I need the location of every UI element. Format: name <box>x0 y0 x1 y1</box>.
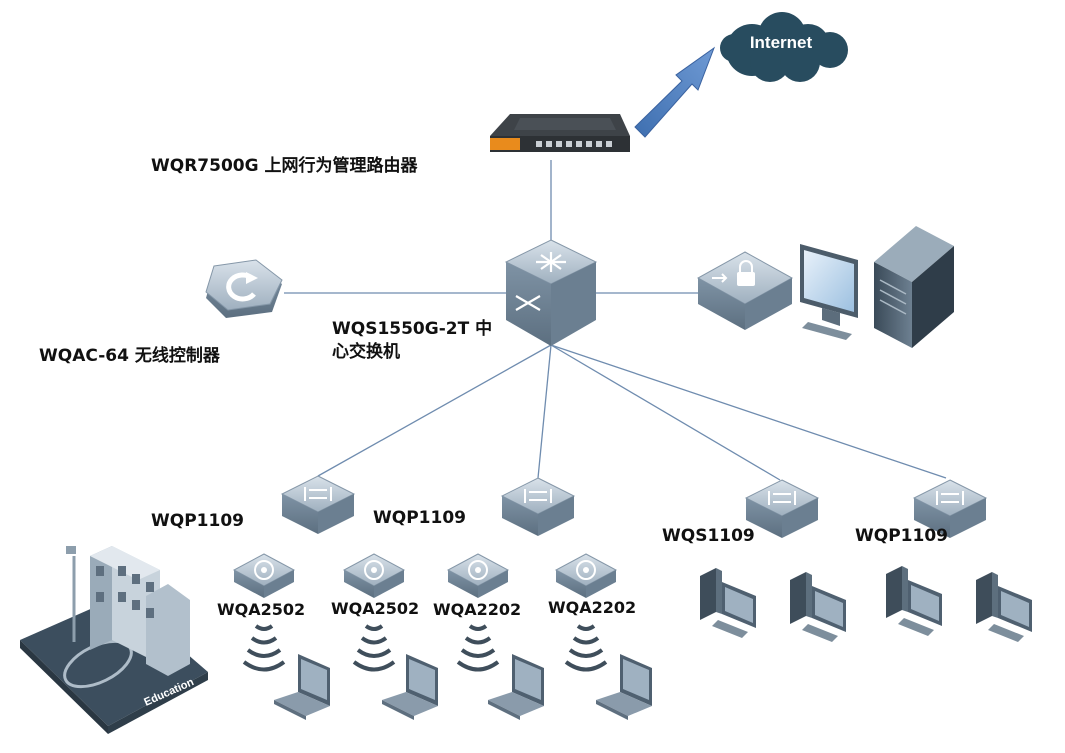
wireless-signal-1-icon <box>242 624 286 672</box>
desktop-pc-2-icon <box>790 572 846 642</box>
core-switch-label-line-1: WQS1550G-2T 中 <box>332 319 493 339</box>
access-point-2-label: WQA2502 <box>331 599 420 618</box>
access-switch-3-label: WQS1109 <box>662 526 755 546</box>
core-switch-label-line-2: 心交换机 <box>332 342 400 362</box>
server-tower-icon <box>874 226 954 348</box>
access-point-1-label: WQA2502 <box>217 600 306 619</box>
desktop-pc-4-icon <box>976 572 1032 642</box>
laptop-2-icon <box>382 654 438 720</box>
access-point-1-icon <box>232 553 296 598</box>
internet-label: Internet <box>750 33 813 52</box>
controller-label: WQAC-64 无线控制器 <box>39 346 220 366</box>
router-label: WQR7500G 上网行为管理路由器 <box>151 156 418 176</box>
core-switch2-link <box>537 344 552 479</box>
router-icon <box>490 114 630 152</box>
core-switch1-link <box>317 344 552 477</box>
access-switch-3-icon <box>744 479 820 538</box>
desktop-pc-1-icon <box>700 568 756 638</box>
access-point-3-icon <box>446 553 510 598</box>
core-switch-icon <box>504 239 598 346</box>
laptop-4-icon <box>596 654 652 720</box>
core-switch3-link <box>550 344 781 481</box>
access-point-4-icon <box>554 553 618 598</box>
access-switch-4-icon <box>912 479 988 538</box>
laptop-1-icon <box>274 654 330 720</box>
education-building-icon <box>20 546 208 734</box>
access-switch-4-label: WQP1109 <box>855 526 948 546</box>
wireless-controller-icon <box>205 259 283 318</box>
desktop-pc-3-icon <box>886 566 942 636</box>
monitor-icon <box>800 244 858 340</box>
access-switch-2-icon <box>500 477 576 536</box>
access-point-4-label: WQA2202 <box>548 598 637 617</box>
access-switch-2-label: WQP1109 <box>373 508 466 528</box>
security-gateway-icon <box>696 251 794 330</box>
wireless-signal-3-icon <box>456 624 500 672</box>
access-switch-1-icon <box>280 475 356 534</box>
access-switch-1-label: WQP1109 <box>151 511 244 531</box>
wireless-signal-4-icon <box>564 624 608 672</box>
core-switch4-link <box>550 344 947 479</box>
access-point-2-icon <box>342 553 406 598</box>
access-point-3-label: WQA2202 <box>433 600 522 619</box>
connection-lines <box>284 160 947 481</box>
wireless-signal-2-icon <box>352 624 396 672</box>
laptop-3-icon <box>488 654 544 720</box>
internet-cloud-icon <box>720 12 848 82</box>
uplink-arrow-icon <box>634 46 716 138</box>
